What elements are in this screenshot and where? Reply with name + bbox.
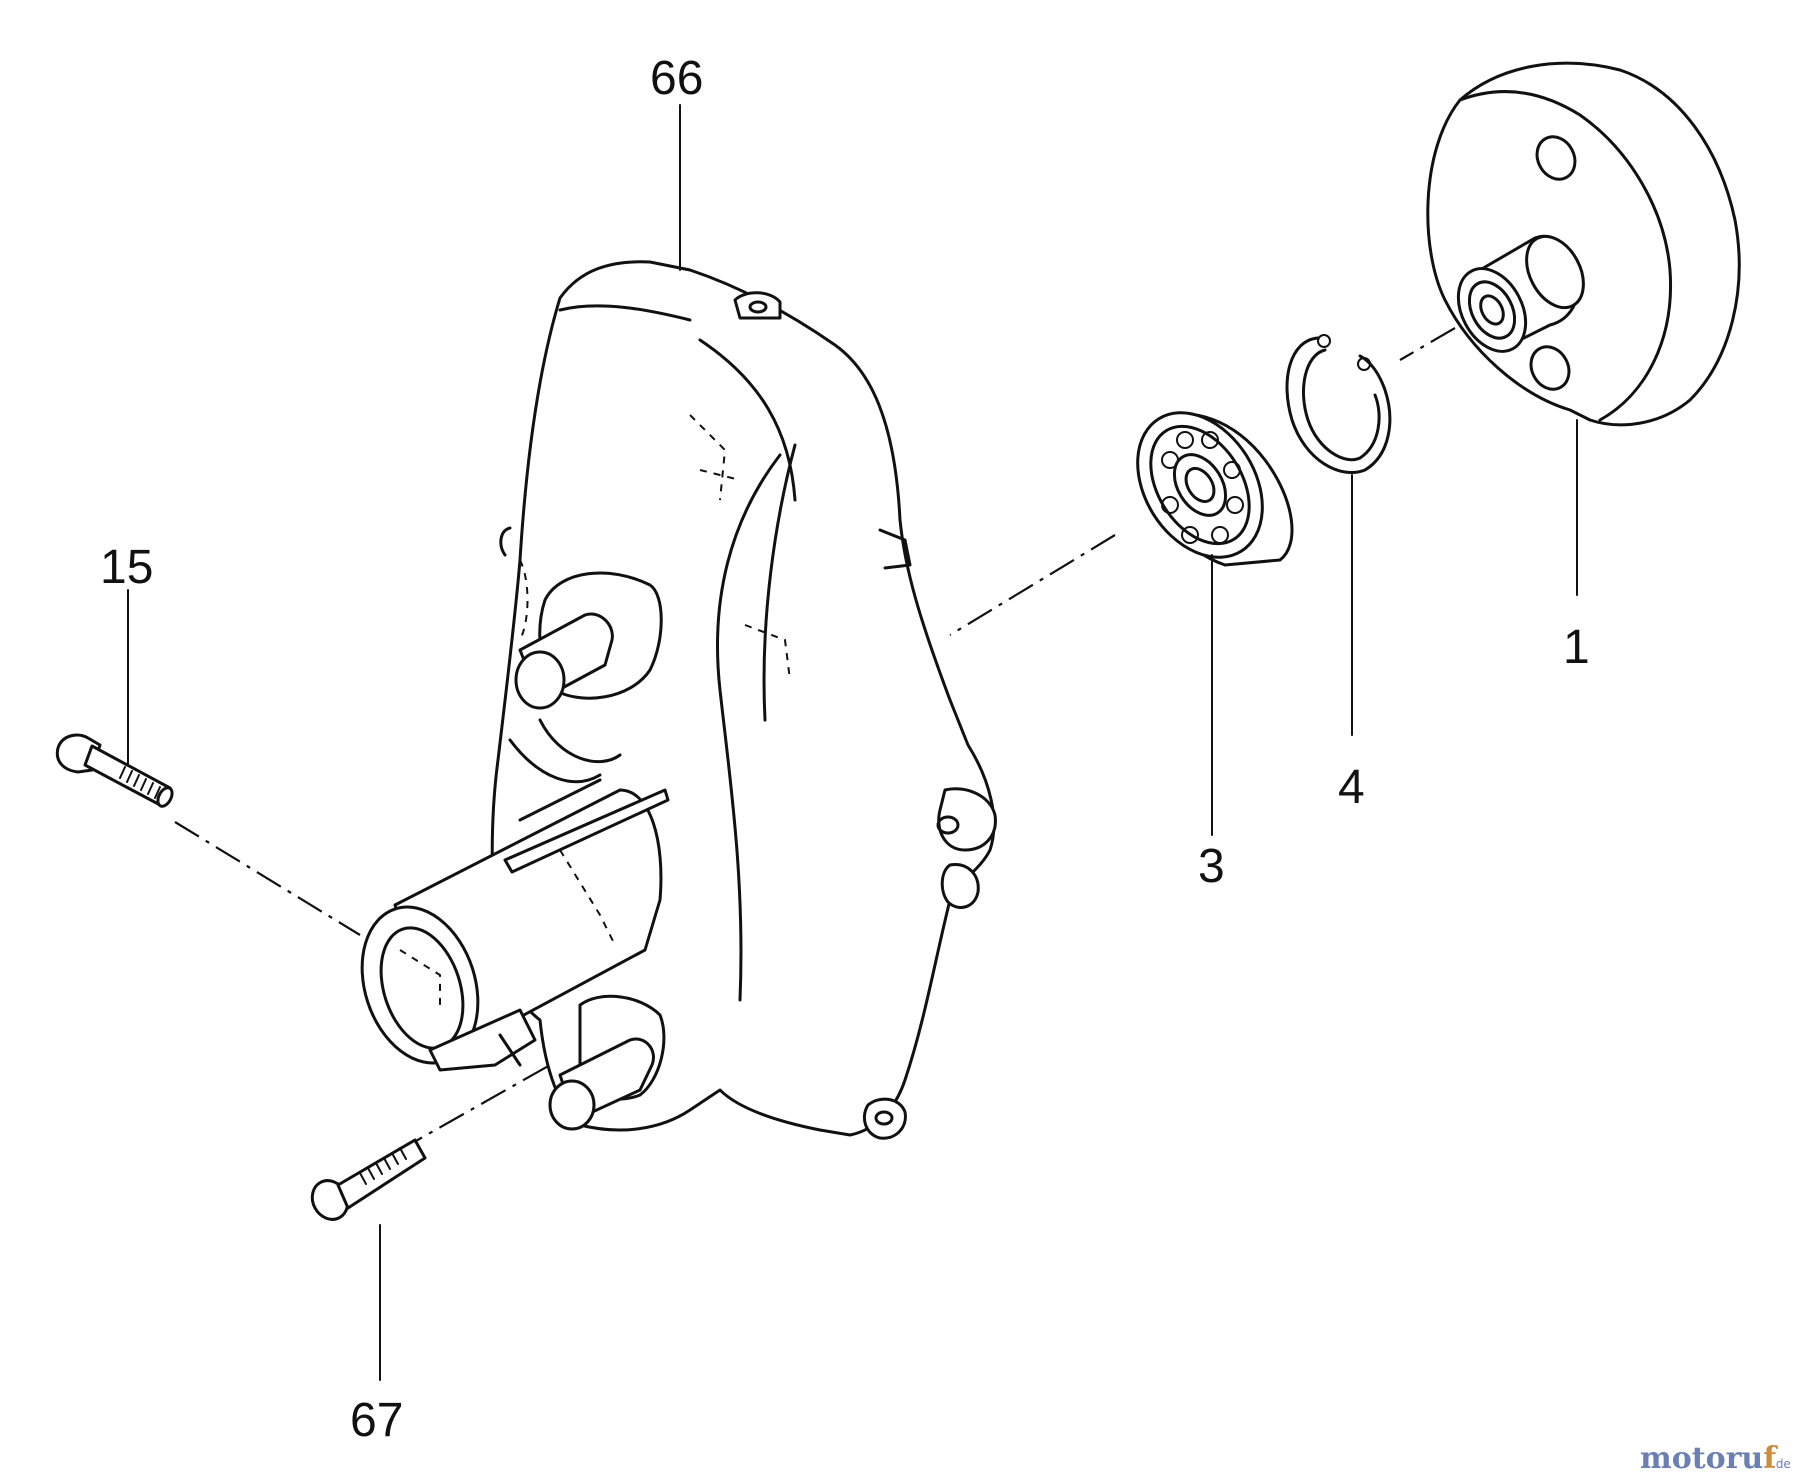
callout-67: 67: [350, 1394, 403, 1447]
watermark-logo: motoruf .de: [1640, 1441, 1791, 1476]
callout-15: 15: [100, 541, 153, 594]
callout-3: 3: [1198, 840, 1225, 893]
svg-text:motoruf: motoruf: [1640, 1441, 1778, 1476]
clutch-drum-1: [1426, 61, 1741, 427]
watermark-main: motoru: [1640, 1441, 1763, 1476]
callout-4: 4: [1338, 761, 1365, 814]
ball-bearing-3: [1136, 411, 1294, 567]
callout-1: 1: [1563, 621, 1590, 674]
callout-numbers: 66 15 67 3 4 1: [100, 52, 1590, 1447]
gear-case-cover: [360, 260, 997, 1140]
watermark-accent: f: [1763, 1441, 1778, 1476]
callout-66: 66: [650, 52, 703, 105]
leader-lines: [127, 104, 1578, 1381]
snap-ring-4: [1285, 334, 1392, 475]
bolt-15: [55, 733, 174, 808]
screw-67: [310, 1138, 427, 1221]
watermark-suffix: .de: [1772, 1457, 1791, 1471]
